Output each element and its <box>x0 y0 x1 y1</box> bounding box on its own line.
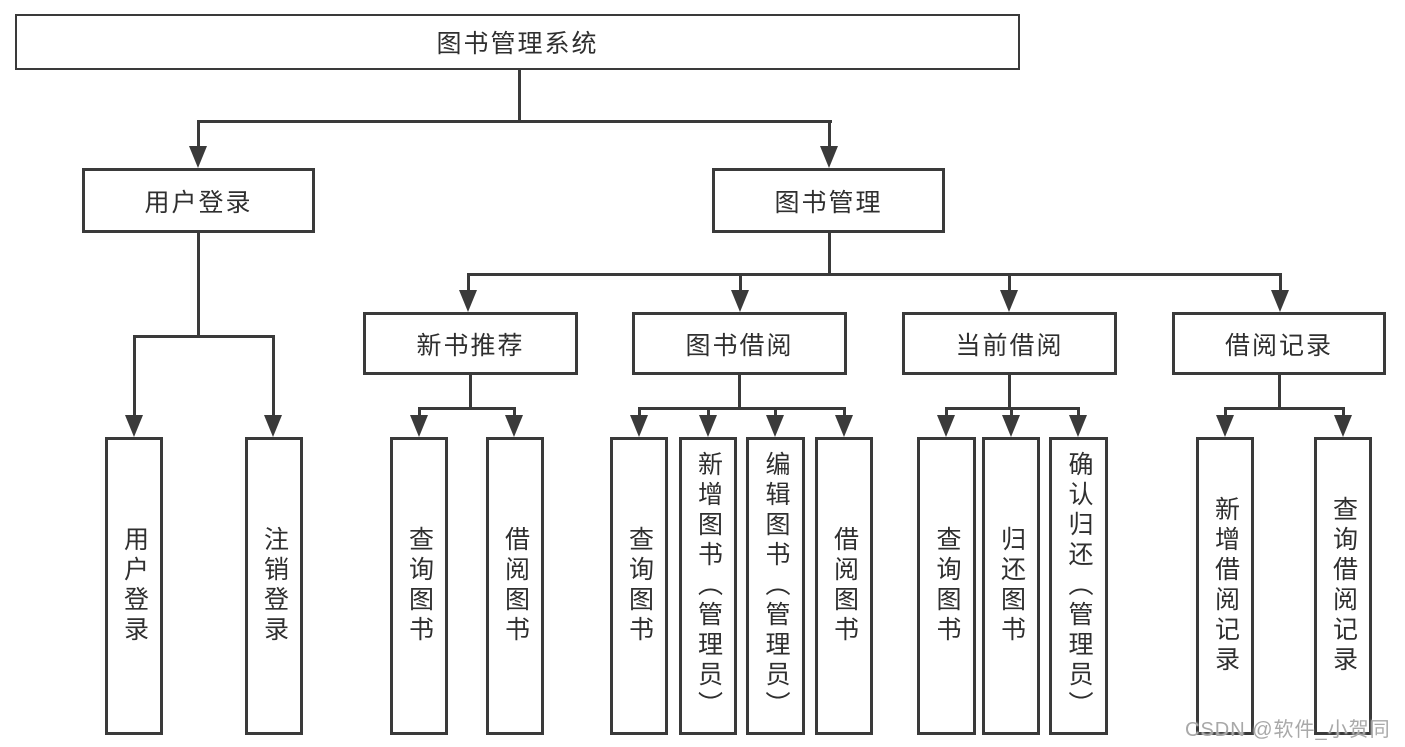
leaf-query-books-recommend: 查询图书 <box>390 437 448 735</box>
arrowhead-down-icon <box>766 415 784 437</box>
leaf-borrow-books-recommend: 借阅图书 <box>486 437 544 735</box>
csdn-watermark: CSDN @软件_小贺同学 <box>1185 719 1391 741</box>
leaf-label: 注销登录 <box>260 526 289 646</box>
connector-borrowing-drop-3 <box>774 407 777 417</box>
connector-userlogin-stem <box>197 233 200 335</box>
leaf-label: 编辑图书（管理员） <box>762 451 790 721</box>
leaf-label: 查询图书 <box>933 526 961 646</box>
connector-current-drop-3 <box>1077 407 1080 417</box>
leaf-edit-book-admin: 编辑图书（管理员） <box>746 437 805 735</box>
connector-userlogin-drop-1 <box>133 335 136 417</box>
leaf-label: 借阅图书 <box>830 526 859 646</box>
leaf-label: 新增图书（管理员） <box>694 451 723 721</box>
arrowhead-down-icon <box>264 415 282 437</box>
arrowhead-down-icon <box>459 290 477 312</box>
arrowhead-down-icon <box>820 146 838 168</box>
arrowhead-down-icon <box>410 415 428 437</box>
leaf-label: 用户登录 <box>120 526 149 646</box>
node-book-management: 图书管理 <box>712 168 945 233</box>
leaf-label: 借阅图书 <box>501 526 530 646</box>
arrowhead-down-icon <box>1334 415 1352 437</box>
leaf-confirm-return-admin: 确认归还（管理员） <box>1049 437 1108 735</box>
node-new-book-recommendation: 新书推荐 <box>363 312 578 375</box>
connector-records-drop-1 <box>1224 407 1227 417</box>
arrowhead-down-icon <box>731 290 749 312</box>
leaf-logout: 注销登录 <box>245 437 303 735</box>
arrowhead-down-icon <box>1216 415 1234 437</box>
connector-root-drop-right <box>828 120 831 148</box>
connector-records-drop-2 <box>1342 407 1345 417</box>
connector-root-stem <box>518 70 521 120</box>
leaf-query-books-borrowing: 查询图书 <box>610 437 668 735</box>
connector-bookmgmt-stem <box>828 233 831 273</box>
connector-borrowing-drop-1 <box>638 407 641 417</box>
leaf-label: 查询借阅记录 <box>1329 496 1358 676</box>
arrowhead-down-icon <box>1069 415 1087 437</box>
connector-bookmgmt-drop-4 <box>1279 273 1282 293</box>
leaf-user-login: 用户登录 <box>105 437 163 735</box>
connector-borrowing-drop-4 <box>843 407 846 417</box>
connector-newbook-drop-2 <box>513 407 516 417</box>
connector-root-drop-left <box>197 120 200 148</box>
connector-borrowing-rail <box>638 407 845 410</box>
leaf-return-book: 归还图书 <box>982 437 1040 735</box>
connector-current-drop-2 <box>1010 407 1013 417</box>
leaf-label: 查询图书 <box>405 526 434 646</box>
connector-bookmgmt-drop-2 <box>739 273 742 293</box>
connector-bookmgmt-drop-1 <box>467 273 470 293</box>
connector-newbook-drop-1 <box>418 407 421 417</box>
connector-records-stem <box>1278 375 1281 407</box>
node-current-borrowing: 当前借阅 <box>902 312 1117 375</box>
leaf-add-book-admin: 新增图书（管理员） <box>679 437 737 735</box>
arrowhead-down-icon <box>1000 290 1018 312</box>
node-book-borrowing: 图书借阅 <box>632 312 847 375</box>
leaf-add-borrow-record: 新增借阅记录 <box>1196 437 1254 735</box>
leaf-query-borrow-record: 查询借阅记录 <box>1314 437 1372 735</box>
node-user-login: 用户登录 <box>82 168 315 233</box>
leaf-label: 归还图书 <box>997 526 1026 646</box>
connector-bookmgmt-drop-3 <box>1008 273 1011 293</box>
leaf-borrow-books-borrowing: 借阅图书 <box>815 437 873 735</box>
node-library-management-system: 图书管理系统 <box>15 14 1020 70</box>
arrowhead-down-icon <box>189 146 207 168</box>
connector-current-stem <box>1008 375 1011 407</box>
arrowhead-down-icon <box>505 415 523 437</box>
connector-current-drop-1 <box>945 407 948 417</box>
arrowhead-down-icon <box>1271 290 1289 312</box>
leaf-query-books-current: 查询图书 <box>917 437 976 735</box>
connector-root-rail <box>197 120 832 123</box>
arrowhead-down-icon <box>937 415 955 437</box>
connector-records-rail <box>1224 407 1344 410</box>
arrowhead-down-icon <box>699 415 717 437</box>
connector-borrowing-stem <box>738 375 741 407</box>
arrowhead-down-icon <box>630 415 648 437</box>
connector-userlogin-drop-2 <box>272 335 275 417</box>
connector-bookmgmt-rail <box>467 273 1281 276</box>
connector-borrowing-drop-2 <box>707 407 710 417</box>
connector-newbook-rail <box>418 407 515 410</box>
leaf-label: 查询图书 <box>625 526 654 646</box>
arrowhead-down-icon <box>1002 415 1020 437</box>
arrowhead-down-icon <box>125 415 143 437</box>
node-borrowing-records: 借阅记录 <box>1172 312 1386 375</box>
arrowhead-down-icon <box>835 415 853 437</box>
leaf-label: 确认归还（管理员） <box>1065 451 1093 721</box>
leaf-label: 新增借阅记录 <box>1211 496 1240 676</box>
connector-newbook-stem <box>469 375 472 407</box>
connector-userlogin-rail <box>133 335 275 338</box>
